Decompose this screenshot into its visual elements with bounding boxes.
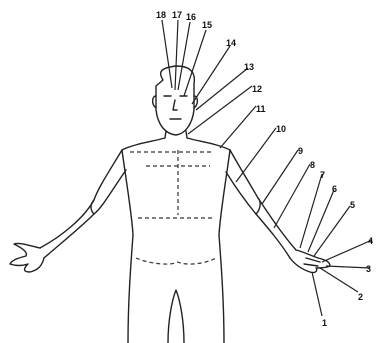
leader-7 bbox=[300, 174, 322, 248]
leader-17 bbox=[175, 20, 178, 90]
leader-11 bbox=[220, 106, 256, 148]
leader-16 bbox=[178, 22, 190, 90]
leader-12 bbox=[188, 86, 252, 134]
callout-7: 7 bbox=[320, 170, 325, 180]
callout-2: 2 bbox=[358, 292, 363, 302]
callout-10: 10 bbox=[276, 124, 286, 134]
callout-3: 3 bbox=[366, 264, 371, 274]
leader-1 bbox=[312, 272, 322, 316]
left-arm bbox=[10, 150, 126, 272]
leader-4 bbox=[322, 240, 372, 262]
leader-10 bbox=[236, 128, 276, 182]
callout-6: 6 bbox=[332, 184, 337, 194]
leader-3 bbox=[326, 266, 370, 268]
leader-lines bbox=[162, 20, 372, 316]
leader-2 bbox=[320, 268, 358, 292]
callout-18: 18 bbox=[156, 10, 166, 20]
callout-14: 14 bbox=[226, 38, 236, 48]
callout-9: 9 bbox=[298, 146, 303, 156]
callout-13: 13 bbox=[244, 62, 254, 72]
callout-15: 15 bbox=[202, 20, 212, 30]
callout-17: 17 bbox=[172, 10, 182, 20]
callout-8: 8 bbox=[310, 160, 315, 170]
leader-5 bbox=[314, 206, 350, 256]
callout-16: 16 bbox=[186, 12, 196, 22]
torso bbox=[122, 131, 230, 343]
leader-8 bbox=[274, 164, 310, 228]
leader-13 bbox=[196, 68, 248, 110]
dashed-guides bbox=[130, 150, 216, 264]
callout-12: 12 bbox=[252, 84, 262, 94]
leader-18 bbox=[162, 20, 172, 88]
callout-1: 1 bbox=[322, 318, 327, 328]
leader-6 bbox=[308, 190, 334, 252]
callout-11: 11 bbox=[256, 104, 266, 114]
callout-5: 5 bbox=[350, 200, 355, 210]
callout-4: 4 bbox=[368, 236, 373, 246]
